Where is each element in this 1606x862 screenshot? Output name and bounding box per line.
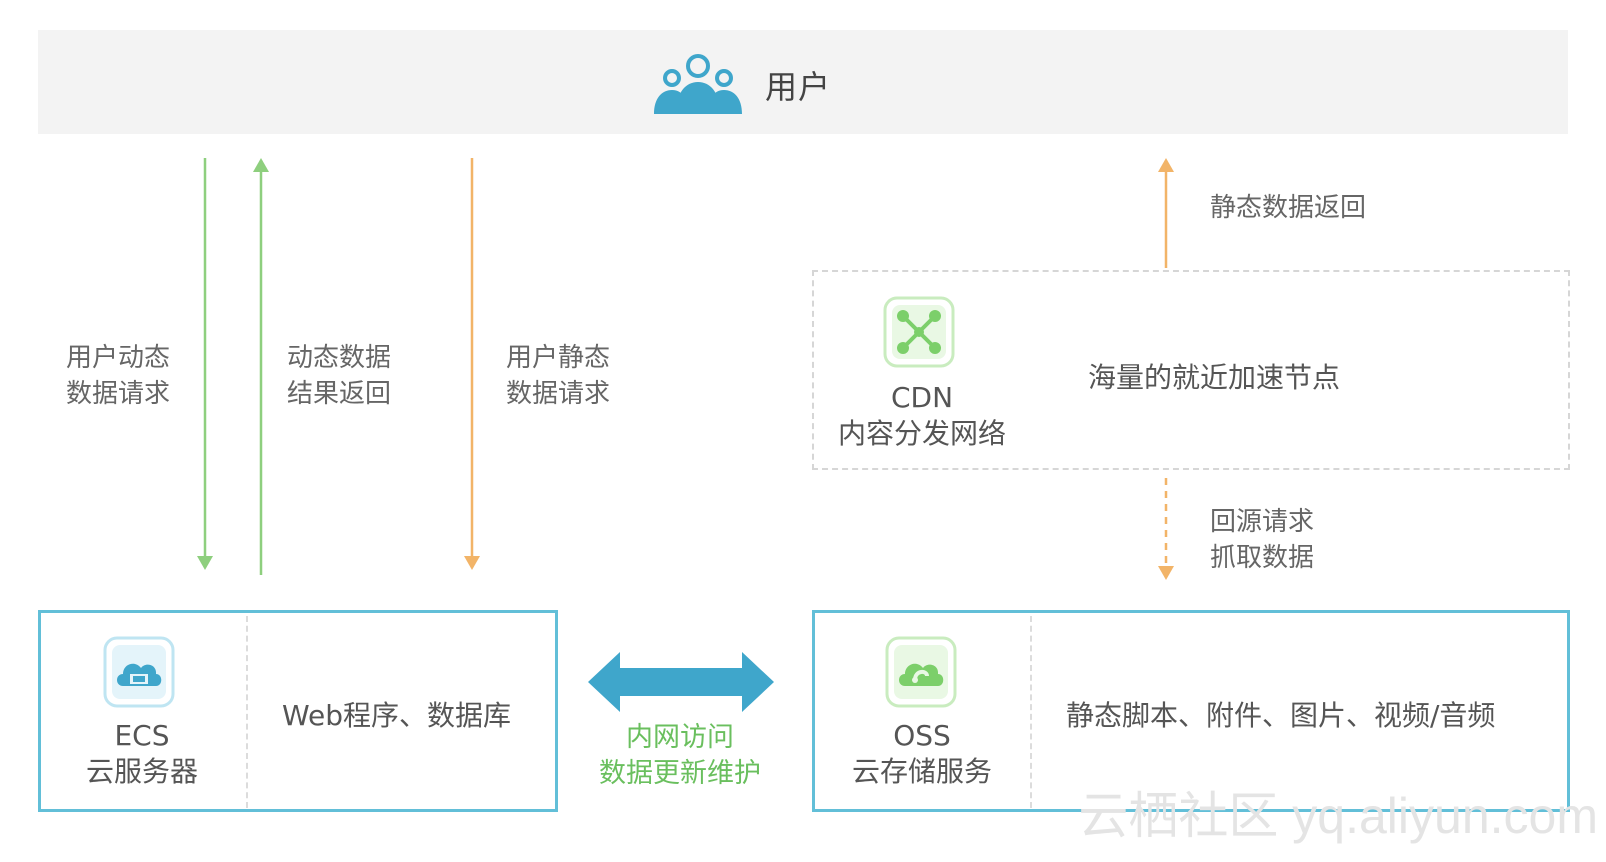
network-nodes-icon [883, 296, 955, 368]
watermark: 云栖社区 yq.aliyun.com [1078, 788, 1598, 844]
ecs-divider [246, 616, 248, 808]
oss-description: 静态脚本、附件、图片、视频/音频 [1066, 699, 1496, 732]
label-static-request: 用户静态数据请求 [506, 343, 611, 409]
user-title: 用户 [765, 68, 832, 106]
user-header-bar [38, 30, 1568, 134]
oss-divider [1030, 616, 1032, 808]
label-dynamic-result: 动态数据结果返回 [287, 343, 392, 409]
users-icon [654, 54, 742, 114]
cloud-server-icon [103, 636, 175, 708]
arrow-static-request [464, 158, 480, 570]
label-dynamic-request: 用户动态数据请求 [66, 343, 171, 409]
arrow-static-return [1158, 158, 1174, 268]
ecs-description: Web程序、数据库 [282, 699, 512, 732]
internal-link-arrow [588, 652, 774, 712]
label-origin-fetch: 回源请求抓取数据 [1210, 507, 1315, 573]
arrow-dynamic-request [197, 158, 213, 570]
arrow-origin-fetch [1158, 478, 1174, 580]
internal-link-label: 内网访问数据更新维护 [599, 722, 761, 789]
cdn-description: 海量的就近加速节点 [1088, 361, 1341, 394]
arrow-dynamic-result [253, 158, 269, 575]
cloud-storage-icon [885, 636, 957, 708]
label-static-return: 静态数据返回 [1210, 193, 1367, 223]
